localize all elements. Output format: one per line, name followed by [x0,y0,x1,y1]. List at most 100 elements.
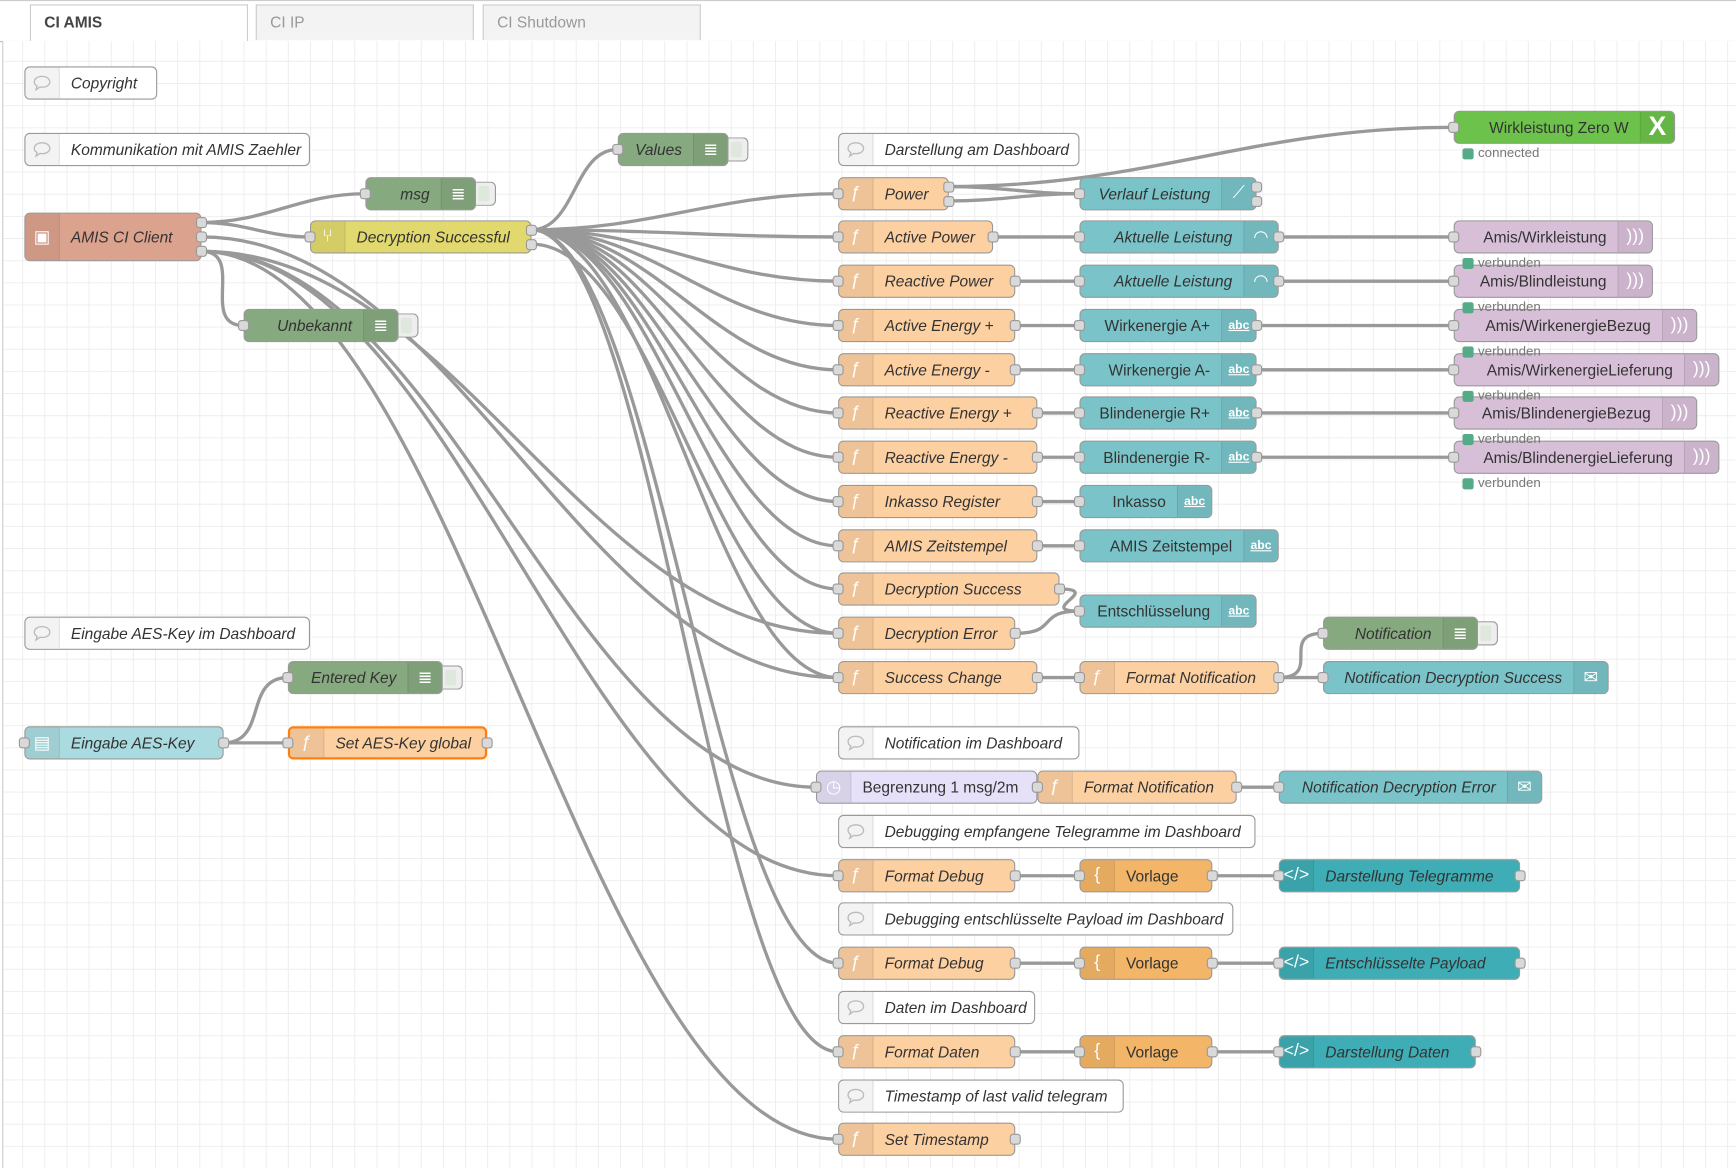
node-comment-c3[interactable]: Darstellung am Dashboard [838,132,1080,167]
node-mqtt-m3[interactable]: Amis/WirkenergieBezug))) [1453,308,1698,343]
node-mqtt-m2[interactable]: Amis/Blindleistung))) [1453,264,1653,298]
input-port[interactable] [1448,319,1460,332]
wire-dec-schg[interactable] [531,228,839,680]
wire-dec-rep[interactable] [531,228,839,415]
output-port[interactable] [1009,319,1021,332]
node-comment-c4[interactable]: Eingabe AES-Key im Dashboard [24,616,310,650]
input-port[interactable] [1073,1046,1085,1058]
node-ui-chart-verlauf[interactable]: Verlauf Leistung⟋ [1079,177,1257,211]
node-mqtt-m4[interactable]: Amis/WirkenergieLieferung))) [1453,353,1720,387]
node-comment-c7[interactable]: Debugging entschlüsselte Payload im Dash… [838,902,1234,936]
node-mqtt-m1[interactable]: Amis/Wirkleistung))) [1453,220,1653,254]
input-port[interactable] [1073,540,1085,552]
output-port[interactable] [1206,870,1218,882]
tab-ci-ip[interactable]: CI IP [255,4,474,40]
output-port[interactable] [987,231,999,243]
input-port[interactable] [1317,672,1329,684]
node-ui-template-epay[interactable]: </>Entschlüsselte Payload [1278,946,1521,980]
output-port[interactable] [1273,672,1285,684]
node-mqtt-m5[interactable]: Amis/BlindenergieBezug))) [1453,396,1698,430]
wire-client-setts[interactable] [201,249,839,1141]
output-port[interactable] [1251,181,1263,193]
input-port[interactable] [1448,364,1460,376]
input-port[interactable] [282,737,294,749]
input-port[interactable] [1073,451,1085,463]
input-port[interactable] [832,275,844,287]
node-ui-notification-nerr[interactable]: Notification Decryption Error✉ [1278,770,1543,804]
input-port[interactable] [832,672,844,684]
wire-client-fdbg1[interactable] [201,249,839,878]
node-client-client[interactable]: ▣AMIS CI Client [24,212,202,262]
node-ui-text-brp[interactable]: Blindenergie R+abc [1079,396,1257,430]
wire-dec-aem[interactable] [531,228,839,372]
node-switch-dec[interactable]: ⑂Decryption Successful [309,220,532,254]
input-port[interactable] [1448,451,1460,463]
input-port[interactable] [282,672,294,684]
input-port[interactable] [832,540,844,552]
debug-toggle-button[interactable] [476,181,496,206]
input-port[interactable] [832,451,844,463]
node-template-vor2[interactable]: {Vorlage [1079,946,1213,980]
node-comment-c2[interactable]: Kommunikation mit AMIS Zaehler [24,132,310,167]
input-port[interactable] [1073,364,1085,376]
input-port[interactable] [1273,1046,1285,1058]
node-ui-notification-nsucc[interactable]: Notification Decryption Success✉ [1323,660,1609,695]
node-ui-text-wam[interactable]: Wirkenergie A-abc [1079,353,1257,387]
node-ui-text-brm[interactable]: Blindenergie R-abc [1079,440,1257,474]
input-port[interactable] [1448,121,1460,133]
wire-aesin-entk[interactable] [223,675,288,745]
output-port[interactable] [943,195,955,207]
output-port[interactable] [1251,364,1263,376]
wire-client-dec[interactable] [201,220,310,239]
node-comment-c1[interactable]: Copyright [24,66,158,100]
wire-dec-aep[interactable] [531,228,839,328]
output-port[interactable] [1031,495,1043,508]
node-debug-notdbg[interactable]: Notification≣ [1323,616,1479,650]
output-port[interactable] [481,737,493,749]
node-ui-gauge-akt2[interactable]: Aktuelle Leistung◠ [1079,264,1279,298]
debug-toggle-button[interactable] [442,665,463,690]
output-port[interactable] [525,224,537,236]
input-port[interactable] [832,407,844,419]
input-port[interactable] [1073,231,1085,243]
input-port[interactable] [832,627,844,639]
tab-ci-amis[interactable]: CI AMIS [29,4,248,43]
wire-derr-entt[interactable] [1015,609,1080,635]
node-textinput-aesin[interactable]: ▤Eingabe AES-Key [24,726,224,760]
input-port[interactable] [832,870,844,882]
node-comment-c8[interactable]: Daten im Dashboard [838,990,1036,1025]
input-port[interactable] [1273,870,1285,882]
output-port[interactable] [218,737,230,749]
output-port[interactable] [1231,781,1243,793]
node-comment-c9[interactable]: Timestamp of last valid telegram [838,1079,1124,1113]
wire-dec-power[interactable] [531,192,839,232]
output-port[interactable] [1273,231,1285,243]
node-template-vor1[interactable]: {Vorlage [1079,859,1213,893]
node-comment-c5[interactable]: Notification im Dashboard [838,726,1080,760]
wire-dec-zeit[interactable] [531,228,839,548]
input-port[interactable] [832,319,844,332]
wire-dec-rem[interactable] [531,228,839,459]
wire-dec-fdbg2[interactable] [531,228,839,965]
output-port[interactable] [1206,957,1218,969]
wire-fnot1-notdbg[interactable] [1278,631,1324,680]
input-port[interactable] [832,364,844,376]
input-port[interactable] [1073,407,1085,419]
output-port[interactable] [1514,957,1526,969]
input-port[interactable] [832,957,844,969]
wire-dec-fdat[interactable] [531,228,839,1054]
input-port[interactable] [1448,231,1460,243]
node-debug-unb[interactable]: Unbekannt≣ [243,308,399,343]
